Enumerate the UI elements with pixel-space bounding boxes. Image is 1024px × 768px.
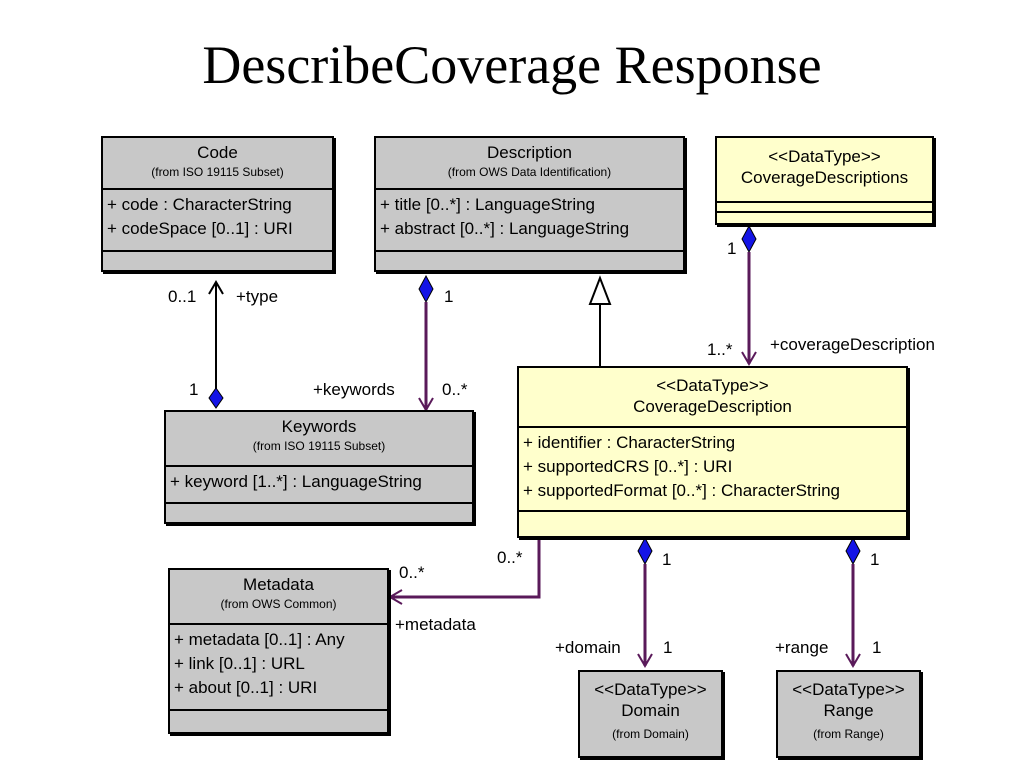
description-attribute: + abstract [0..*] : LanguageString [380,219,630,238]
keywords-diamond [208,387,224,409]
code-arrowhead [208,280,224,295]
description-multiplicity: 1 [444,287,454,306]
code-class-origin: (from ISO 19115 Subset) [151,165,284,179]
range-multiplicity: 1 [872,638,882,657]
cd-range-diamond [845,536,861,566]
keywords-class: Keywords (from ISO 19115 Subset) + keywo… [164,410,474,524]
range-arrowhead [845,653,861,668]
metadata-role-label: +metadata [395,615,476,634]
cd-domain-diamond [637,536,653,566]
code-attribute: + code : CharacterString [107,195,292,214]
keywords-class-name: Keywords [281,417,357,436]
metadata-attribute: + about [0..1] : URI [174,678,318,697]
range-stereotype: <<DataType>> [792,680,905,699]
description-class-origin: (from OWS Data Identification) [447,165,612,179]
coverage-description-attribute: + supportedCRS [0..*] : URI [523,457,733,476]
code-attribute: + codeSpace [0..1] : URI [107,219,293,238]
metadata-class-name: Metadata [243,575,314,594]
coverage-description-role-label: +coverageDescription [770,335,935,354]
code-multiplicity: 0..1 [168,287,197,306]
domain-class-origin: (from Domain) [612,727,689,741]
cd-range-multiplicity: 1 [870,550,880,569]
metadata-arrowhead [388,589,403,605]
domain-class-name: Domain [621,701,680,720]
coverage-description-attribute: + identifier : CharacterString [523,433,736,452]
coverage-descriptions-class: <<DataType>> CoverageDescriptions [715,136,934,225]
coverage-descriptions-stereotype: <<DataType>> [768,147,881,166]
description-class-name: Description [486,143,573,162]
metadata-class: Metadata (from OWS Common) + metadata [0… [168,568,389,734]
keywords-attribute: + keyword [1..*] : LanguageString [170,472,422,491]
description-attribute: + title [0..*] : LanguageString [380,195,596,214]
coverage-descriptions-class-name: CoverageDescriptions [740,168,909,187]
keywords-class-origin: (from ISO 19115 Subset) [252,439,386,453]
keywords-role-label: +keywords [313,380,395,399]
domain-class: <<DataType>> Domain (from Domain) [578,670,723,758]
coverage-description-attribute: + supportedFormat [0..*] : CharacterStri… [523,481,841,500]
coverage-description-stereotype: <<DataType>> [656,376,769,395]
cd-multiplicity: 1..* [707,340,733,359]
domain-arrowhead [637,653,653,668]
range-class-name: Range [823,701,874,720]
range-class: <<DataType>> Range (from Range) [776,670,921,758]
description-diamond [418,274,434,304]
metadata-attribute: + metadata [0..1] : Any [174,630,345,649]
keywords-code-multiplicity: 1 [189,380,199,399]
domain-multiplicity: 1 [663,638,673,657]
page-title: DescribeCoverage Response [202,35,822,95]
domain-role-label: +domain [555,638,621,657]
coverage-description-class-name: CoverageDescription [633,397,792,416]
keywords-multiplicity: 0..* [442,380,468,399]
cd-metadata-multiplicity: 0..* [497,548,523,567]
generalization-triangle [588,275,612,305]
range-role-label: +range [775,638,829,657]
type-role-label: +type [236,287,279,306]
description-class: Description (from OWS Data Identificatio… [374,136,685,272]
coverage-description-class: <<DataType>> CoverageDescription + ident… [517,366,908,538]
cds-multiplicity: 1 [727,239,737,258]
cd-arrowhead [741,351,757,366]
metadata-class-origin: (from OWS Common) [220,597,337,611]
domain-stereotype: <<DataType>> [594,680,707,699]
code-class: Code (from ISO 19115 Subset) + code : Ch… [101,136,334,272]
cd-metadata-link [390,539,541,599]
metadata-multiplicity: 0..* [399,563,425,582]
range-class-origin: (from Range) [813,727,884,741]
cd-domain-multiplicity: 1 [662,550,672,569]
cds-diamond [741,224,757,254]
metadata-attribute: + link [0..1] : URL [174,654,305,673]
code-class-name: Code [197,143,238,162]
